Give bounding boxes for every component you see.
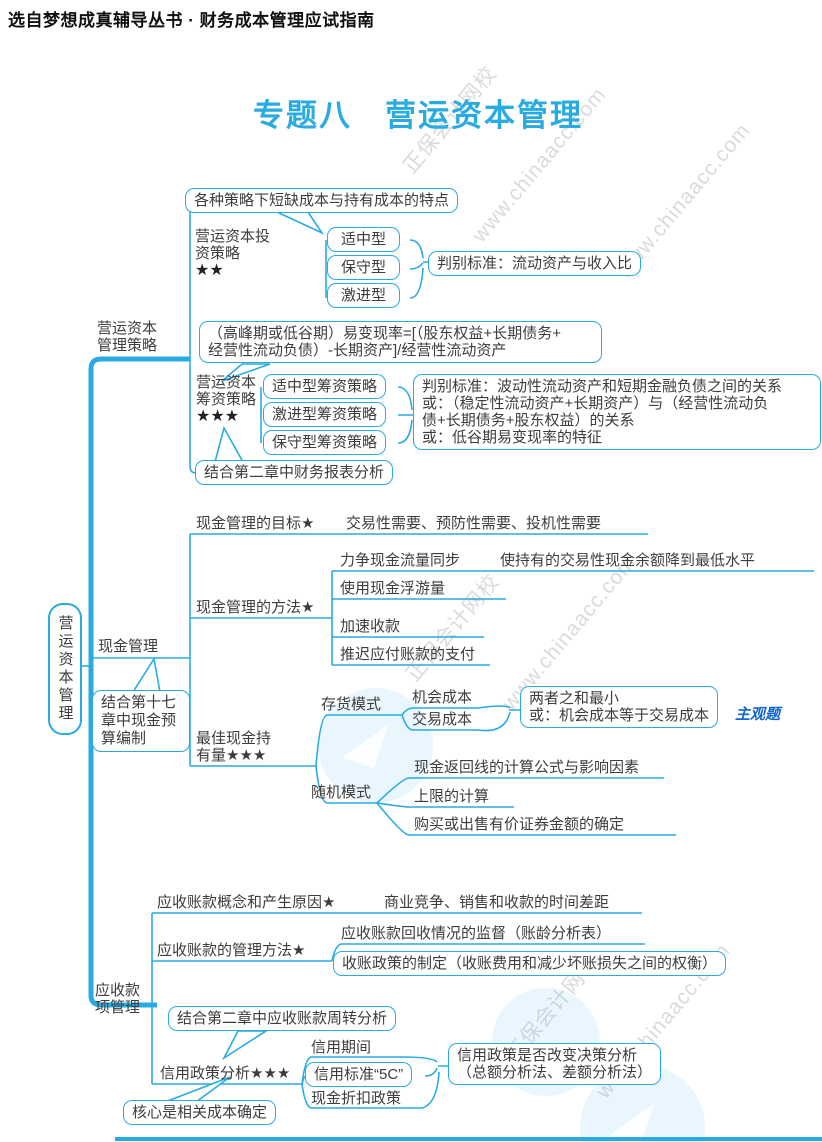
node-random-item1: 现金返回线的计算公式与影响因素: [414, 759, 640, 776]
formula-line1: （高峰期或低谷期）易变现率=[（股东权益+长期债务+: [208, 325, 561, 342]
box-investment-criterion: 判别标准：流动资产与收入比: [428, 251, 642, 276]
node-credit-period: 信用期间: [311, 1039, 372, 1056]
node-best-holding: 最佳现金持 有量★★★: [196, 730, 271, 764]
node-financing-strategy: 营运资本 筹资策略 ★★★: [196, 374, 256, 425]
best-holding-line2: 有量★★★: [196, 747, 267, 764]
investment-stars: ★★: [195, 262, 224, 279]
node-random-item3: 购买或出售有价证券金额的确定: [414, 816, 625, 833]
financing-criterion-line3: 债+长期债务+股东权益）的关系: [422, 412, 635, 429]
node-financing-conservative: 保守型筹资策略: [263, 430, 387, 455]
investment-label-line1: 营运资本投: [195, 228, 271, 245]
node-type-moderate: 适中型: [327, 227, 400, 252]
node-random-item2: 上限的计算: [414, 788, 490, 805]
inventory-conclusion-line2: 或：机会成本等于交易成本: [529, 707, 710, 724]
node-ar-concept-detail: 商业竞争、销售和收款的时间差距: [384, 894, 610, 911]
node-credit-policy: 信用政策分析★★★: [160, 1065, 291, 1082]
note-features-box: 各种策略下短缺成本与持有成本的特点: [185, 188, 459, 213]
best-holding-line1: 最佳现金持: [196, 730, 272, 747]
node-method-sync-detail: 使持有的交易性现金余额降到最低水平: [500, 552, 756, 569]
note-chapter17-budget: 结合第十七 章中现金预 算编制: [92, 690, 190, 752]
note-chapter2-reports: 结合第二章中财务报表分析: [195, 460, 394, 485]
investment-label-line2: 资策略: [195, 245, 241, 262]
branch-receivables-label: 应收款 项管理: [95, 982, 140, 1016]
branch-strategy-label: 营运资本 管理策略: [97, 320, 157, 354]
node-financing-moderate: 适中型筹资策略: [263, 374, 387, 399]
budget-note-line2: 章中现金预: [101, 712, 177, 729]
box-credit-standard-5c: 信用标准“5C”: [305, 1062, 413, 1087]
receivables-label-line2: 项管理: [95, 999, 141, 1016]
box-collection-policy: 收账政策的制定（收账费用和减少坏账损失之间的权衡）: [333, 951, 727, 976]
note-core-cost: 核心是相关成本确定: [123, 1100, 277, 1125]
root-node-working-capital: 营运资本管理: [48, 603, 82, 735]
note-chapter2-turnover: 结合第二章中应收账款周转分析: [168, 1006, 397, 1031]
watermark-logo: [318, 688, 433, 803]
node-investment-strategy: 营运资本投 资策略 ★★: [195, 228, 270, 279]
receivables-label-line1: 应收款: [95, 982, 141, 999]
branch-cash-label: 现金管理: [98, 638, 159, 655]
node-method-sync: 力争现金流量同步: [340, 552, 461, 569]
formula-line2: 经营性流动负债）-长期资产]/经营性流动资产: [208, 342, 507, 359]
node-method-float: 使用现金浮游量: [340, 580, 446, 597]
credit-decision-line2: （总额分析法、差额分析法）: [457, 1064, 653, 1081]
page-header: 选自梦想成真辅导丛书 · 财务成本管理应试指南: [8, 11, 375, 30]
box-financing-criterion: 判别标准：波动性流动资产和短期金融负债之间的关系 或：（稳定性流动资产+长期资产…: [413, 374, 821, 450]
financing-label-line1: 营运资本: [196, 374, 257, 391]
node-method-speedup: 加速收款: [340, 618, 401, 635]
box-inventory-conclusion: 两者之和最小 或：机会成本等于交易成本: [520, 686, 719, 728]
financing-label-line2: 筹资策略: [196, 391, 257, 408]
subjective-question-tag: 主观题: [735, 706, 781, 723]
node-ar-methods: 应收账款的管理方法★: [157, 942, 306, 959]
credit-decision-line1: 信用政策是否改变决策分析: [457, 1047, 638, 1064]
budget-note-line3: 算编制: [101, 730, 147, 747]
node-transaction-cost: 交易成本: [412, 711, 473, 728]
branch-strategy-label-line1: 营运资本: [97, 320, 158, 337]
node-type-aggressive: 激进型: [327, 283, 400, 308]
node-method-delay: 推迟应付账款的支付: [340, 646, 476, 663]
financing-criterion-line2: 或：（稳定性流动资产+长期资产）与（经营性流动负: [422, 395, 769, 412]
node-ar-concept: 应收账款概念和产生原因★: [157, 894, 336, 911]
box-credit-decision: 信用政策是否改变决策分析 （总额分析法、差额分析法）: [448, 1043, 662, 1085]
node-cash-methods: 现金管理的方法★: [196, 599, 315, 616]
node-ar-monitoring: 应收账款回收情况的监督（账龄分析表）: [341, 925, 612, 942]
inventory-conclusion-line1: 两者之和最小: [529, 690, 620, 707]
page-title: 专题八 营运资本管理: [253, 98, 583, 133]
node-financing-aggressive: 激进型筹资策略: [263, 402, 387, 427]
node-cash-goal: 现金管理的目标★: [196, 515, 315, 532]
box-liquidity-formula: （高峰期或低谷期）易变现率=[（股东权益+长期债务+ 经营性流动负债）-长期资产…: [199, 321, 602, 363]
node-type-conservative: 保守型: [327, 255, 400, 280]
node-random-model: 随机模式: [311, 784, 372, 801]
branch-strategy-label-line2: 管理策略: [97, 337, 158, 354]
node-cash-goal-detail: 交易性需要、预防性需要、投机性需要: [346, 515, 602, 532]
budget-note-line1: 结合第十七: [101, 694, 177, 711]
financing-criterion-line4: 或：低谷期易变现率的特征: [422, 429, 603, 446]
financing-stars: ★★★: [196, 408, 240, 425]
node-cash-discount: 现金折扣政策: [311, 1090, 402, 1107]
node-inventory-model: 存货模式: [321, 696, 382, 713]
financing-criterion-line1: 判别标准：波动性流动资产和短期金融负债之间的关系: [422, 378, 783, 395]
node-opportunity-cost: 机会成本: [412, 689, 473, 706]
